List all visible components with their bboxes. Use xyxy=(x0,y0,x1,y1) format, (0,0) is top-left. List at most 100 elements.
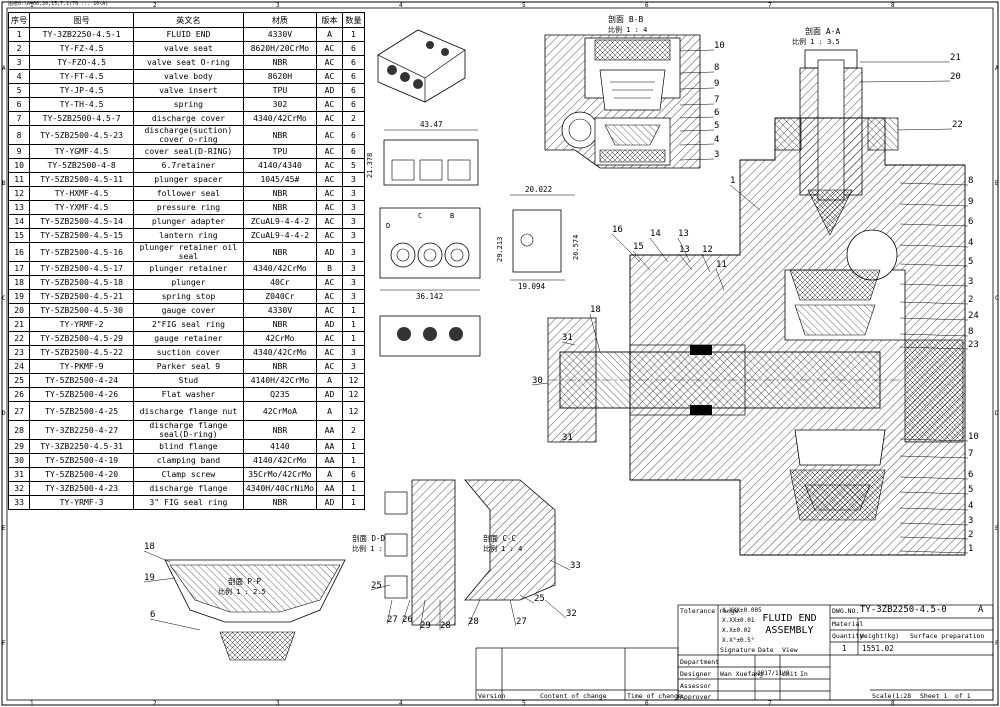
part-balloon: 24 xyxy=(968,311,979,321)
part-balloon: 27 xyxy=(516,617,527,627)
part-balloon: 12 xyxy=(702,245,713,255)
bom-cell-version: AC xyxy=(316,97,343,112)
bom-cell-material: 42CrMoA xyxy=(242,401,318,421)
bom-cell-name: discharge flange nut xyxy=(133,401,244,421)
part-balloon: 3 xyxy=(714,150,719,160)
bom-cell-part: TY-YRMF-2 xyxy=(29,317,135,332)
part-balloon: 21 xyxy=(950,53,961,63)
zone-number-label: 4 xyxy=(399,2,403,9)
bom-cell-part: TY-3ZB2250-4.5-1 xyxy=(29,27,135,42)
bom-cell-version: AC xyxy=(316,359,343,374)
leader-line xyxy=(519,594,535,604)
bom-cell-part: TY-YRMF-3 xyxy=(29,495,135,510)
bom-cell-material: NBR xyxy=(242,317,318,332)
part-balloon: 6 xyxy=(714,108,719,118)
bom-cell-material: ZCuAL9-4-4-2 xyxy=(242,214,318,229)
bom-cell-part: TY-YGMF-4.5 xyxy=(29,144,135,159)
leader-line xyxy=(143,550,171,563)
part-balloon: 23 xyxy=(968,340,979,350)
zone-number-label: 4 xyxy=(399,700,403,707)
bom-cell-name: plunger retainer oil seal xyxy=(133,242,244,262)
bom-cell-material: 8620H xyxy=(242,69,318,84)
designer-label: Designer xyxy=(680,670,712,678)
bom-cell-material: 4340/42CrMo xyxy=(242,111,318,126)
part-balloon: 1 xyxy=(968,544,973,554)
leader-line xyxy=(143,577,176,583)
bom-cell-version: AC xyxy=(316,214,343,229)
bom-header-row: 序号 图号 英文名 材质 版本 数量 xyxy=(7,12,366,28)
bom-cell-no: 5 xyxy=(7,83,31,98)
bom-cell-no: 17 xyxy=(7,261,31,276)
surface-label: Surface preparation xyxy=(910,632,985,640)
bom-cell-no: 25 xyxy=(7,373,31,388)
bom-cell-name: valve insert xyxy=(133,83,244,98)
designer-date: 2017/11/9 xyxy=(757,670,790,677)
bom-cell-name: valve seat xyxy=(133,41,244,56)
bom-cell-qty: 6 xyxy=(341,83,366,98)
part-balloon: 31 xyxy=(562,433,573,443)
bom-cell-version: AC xyxy=(316,144,343,159)
part-balloon: 29 xyxy=(420,621,431,631)
bom-cell-version: AC xyxy=(316,172,343,187)
bom-cell-part: TY-5ZB2500-4.5-11 xyxy=(29,172,135,187)
zone-number-label: 6 xyxy=(645,700,649,707)
part-balloon: 11 xyxy=(716,260,727,270)
part-balloon: 5 xyxy=(968,257,973,267)
bom-cell-part: TY-5ZB2500-4.5-18 xyxy=(29,275,135,290)
leader-line xyxy=(679,129,715,132)
leader-line xyxy=(679,116,715,119)
leader-line xyxy=(897,128,953,131)
part-balloon: 1 xyxy=(730,176,735,186)
bom-cell-name: gauge retainer xyxy=(133,331,244,346)
bom-cell-material: 40Cr xyxy=(242,275,318,290)
section-cc-title: 剖面 C-C xyxy=(483,533,516,543)
dim-side-width-top: 20.022 xyxy=(525,185,552,194)
bom-cell-qty: 5 xyxy=(341,158,366,173)
bom-cell-name: pressure ring xyxy=(133,200,244,215)
bom-cell-no: 19 xyxy=(7,289,31,304)
bom-cell-version: A xyxy=(316,27,343,42)
bom-cell-no: 26 xyxy=(7,387,31,402)
section-aa-view: 剖面 A-A 比例 1 : 3.5 xyxy=(531,26,979,556)
bom-cell-version: AA xyxy=(316,439,343,454)
bom-cell-material: NBR xyxy=(242,125,318,145)
bom-cell-no: 11 xyxy=(7,172,31,187)
part-balloon: 8 xyxy=(968,176,973,186)
content-change-label: Content of change xyxy=(540,692,607,700)
assessor-label: Assessor xyxy=(680,682,712,690)
bom-header-no: 序号 xyxy=(7,12,31,28)
bom-cell-part: TY-5ZB2500-4.5-14 xyxy=(29,214,135,229)
bom-cell-no: 28 xyxy=(7,420,31,440)
bom-cell-part: TY-5ZB2500-4.5-17 xyxy=(29,261,135,276)
bom-cell-version: A xyxy=(316,401,343,421)
bom-cell-name: discharge flange seal(D-ring) xyxy=(133,420,244,440)
bom-cell-material: 4140H/42CrMo xyxy=(242,373,318,388)
bom-cell-material: 4140/4340 xyxy=(242,158,318,173)
material-label: Material xyxy=(832,620,864,628)
part-balloon: 26 xyxy=(402,615,413,625)
part-balloon: 32 xyxy=(566,609,577,619)
dim-height-front: 21.378 xyxy=(366,153,374,178)
bom-cell-version: AD xyxy=(316,83,343,98)
leader-line xyxy=(549,559,571,571)
bom-cell-part: TY-5ZB2500-4.5-16 xyxy=(29,242,135,262)
leader-line xyxy=(561,341,576,346)
bom-cell-part: TY-TH-4.5 xyxy=(29,97,135,112)
weight-label: Weight(kg) xyxy=(860,632,900,640)
bom-cell-name: clamping band xyxy=(133,453,244,468)
section-dd-title: 剖面 D-D xyxy=(352,533,386,543)
bom-cell-material: NBR xyxy=(242,55,318,70)
bom-cell-material: Z040Cr xyxy=(242,289,318,304)
leader-line xyxy=(561,429,576,443)
part-balloon: 4 xyxy=(968,501,973,511)
bom-cell-no: 24 xyxy=(7,359,31,374)
bom-cell-no: 20 xyxy=(7,303,31,318)
